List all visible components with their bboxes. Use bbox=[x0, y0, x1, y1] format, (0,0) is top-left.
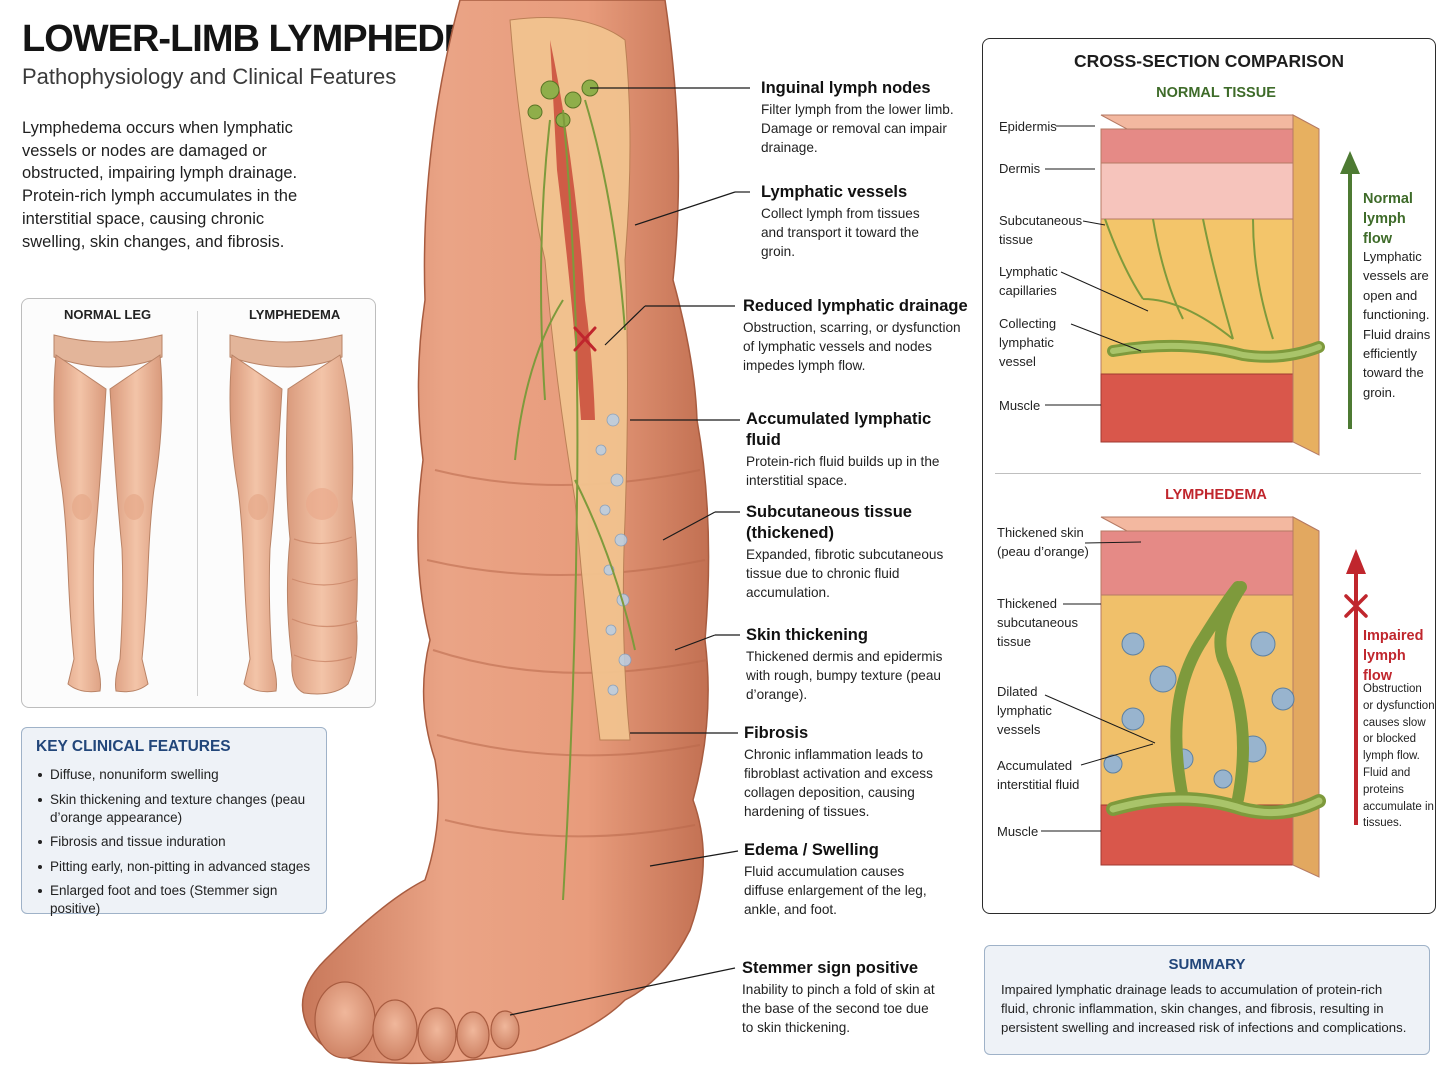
list-item: Skin thickening and texture changes (pea… bbox=[36, 791, 312, 827]
normal-flow-text: Lymphatic vessels are open and functioni… bbox=[1363, 249, 1431, 400]
callout-title: Accumulated lymphatic fluid bbox=[746, 410, 932, 449]
leg-comparison-panel: NORMAL LEG LYMPHEDEMA bbox=[21, 298, 376, 708]
callout-text: Fluid accumulation causes diffuse enlarg… bbox=[744, 864, 927, 917]
label-thickened-skin: Thickened skin (peau d’orange) bbox=[997, 525, 1089, 559]
label-dermis: Dermis bbox=[999, 161, 1041, 176]
summary-text: Impaired lymphatic drainage leads to acc… bbox=[1001, 982, 1407, 1035]
impaired-flow-title: Impaired lymph flow bbox=[1363, 628, 1424, 684]
blocked-x-icon bbox=[1344, 594, 1368, 618]
leg-comparison-illustration bbox=[53, 334, 359, 695]
callout-title: Skin thickening bbox=[746, 626, 868, 644]
normal-leader-lines bbox=[1045, 125, 1149, 406]
callout-title: Lymphatic vessels bbox=[761, 183, 908, 201]
list-item: Fibrosis and tissue induration bbox=[36, 833, 312, 851]
callout-text: Filter lymph from the lower limb. Damage… bbox=[761, 102, 954, 155]
key-clinical-features-box: KEY CLINICAL FEATURES Diffuse, nonunifor… bbox=[21, 727, 327, 916]
callout-skin-thickening: Skin thickening Thickened dermis and epi… bbox=[746, 625, 951, 704]
label-subcutaneous-tissue: Subcutaneous tissue bbox=[999, 213, 1083, 247]
normal-leg-label: NORMAL LEG bbox=[64, 307, 152, 322]
callout-text: Collect lymph from tissues and transport… bbox=[761, 206, 920, 259]
label-lymphatic-capillaries: Lymphatic capillaries bbox=[999, 264, 1058, 298]
normal-tissue-title: NORMAL TISSUE bbox=[1156, 85, 1276, 101]
label-muscle-lymphedema: Muscle bbox=[997, 824, 1039, 839]
summary-box: SUMMARY Impaired lymphatic drainage lead… bbox=[984, 945, 1430, 1055]
normal-tissue-block bbox=[1100, 114, 1325, 456]
main-leg-illustration bbox=[301, 0, 750, 1065]
callout-fibrosis: Fibrosis Chronic inflammation leads to f… bbox=[744, 723, 949, 821]
lymphedema-leg-label: LYMPHEDEMA bbox=[249, 307, 341, 322]
label-muscle: Muscle bbox=[999, 398, 1041, 413]
callout-title: Subcutaneous tissue (thickened) bbox=[746, 503, 912, 542]
callout-title: Fibrosis bbox=[744, 724, 809, 742]
cross-section-panel: CROSS-SECTION COMPARISON NORMAL TISSUE E… bbox=[982, 38, 1436, 914]
callout-lymphatic-vessels: Lymphatic vessels Collect lymph from tis… bbox=[761, 182, 939, 261]
callout-accumulated-fluid: Accumulated lymphatic fluid Protein-rich… bbox=[746, 409, 961, 490]
label-epidermis: Epidermis bbox=[999, 119, 1057, 134]
callout-reduced-drainage: Reduced lymphatic drainage Obstruction, … bbox=[743, 296, 973, 375]
comparison-divider bbox=[197, 311, 198, 696]
summary-title: SUMMARY bbox=[1168, 956, 1246, 973]
normal-flow-title: Normal lymph flow bbox=[1363, 191, 1413, 247]
callout-text: Chronic inflammation leads to fibroblast… bbox=[744, 747, 933, 819]
obstruction-x-icon bbox=[573, 326, 597, 352]
lymphedema-leader-lines bbox=[1041, 541, 1156, 832]
list-item: Enlarged foot and toes (Stemmer sign pos… bbox=[36, 882, 312, 918]
callout-text: Inability to pinch a fold of skin at the… bbox=[742, 982, 935, 1035]
cross-section-divider bbox=[995, 473, 1421, 474]
cross-section-illustration bbox=[1041, 114, 1368, 878]
callout-text: Obstruction, scarring, or dysfunction of… bbox=[743, 320, 961, 373]
callout-title: Inguinal lymph nodes bbox=[761, 79, 931, 97]
lymphedema-legs-drawing bbox=[229, 334, 359, 695]
normal-legs-drawing bbox=[53, 334, 163, 693]
key-features-title: KEY CLINICAL FEATURES bbox=[36, 738, 231, 755]
callout-title: Reduced lymphatic drainage bbox=[743, 297, 968, 315]
label-thickened-subcutaneous: Thickened subcutaneous tissue bbox=[997, 596, 1078, 649]
callout-subcutaneous-tissue: Subcutaneous tissue (thickened) Expanded… bbox=[746, 502, 956, 602]
callout-text: Protein-rich fluid builds up in the inte… bbox=[746, 454, 940, 488]
callout-text: Expanded, fibrotic subcutaneous tissue d… bbox=[746, 547, 944, 600]
label-dilated-vessels: Dilated lymphatic vessels bbox=[997, 684, 1052, 737]
list-item: Pitting early, non-pitting in advanced s… bbox=[36, 858, 312, 876]
callout-leader-lines bbox=[509, 87, 750, 1016]
page-subtitle: Pathophysiology and Clinical Features bbox=[22, 64, 397, 89]
impaired-flow-arrow bbox=[1344, 549, 1368, 825]
impaired-flow-text: Obstruction or dysfunction causes slow o… bbox=[1363, 683, 1435, 830]
callout-inguinal-lymph-nodes: Inguinal lymph nodes Filter lymph from t… bbox=[761, 78, 971, 157]
callout-stemmer-sign: Stemmer sign positive Inability to pinch… bbox=[742, 958, 937, 1037]
normal-flow-arrow bbox=[1340, 151, 1360, 429]
lymphedema-tissue-title: LYMPHEDEMA bbox=[1165, 487, 1267, 503]
cross-section-title: CROSS-SECTION COMPARISON bbox=[1074, 51, 1344, 71]
callout-edema-swelling: Edema / Swelling Fluid accumulation caus… bbox=[744, 840, 929, 919]
page-title: LOWER-LIMB LYMPHEDEMA bbox=[22, 18, 526, 60]
lymphedema-tissue-block bbox=[1100, 516, 1326, 878]
intro-paragraph: Lymphedema occurs when lymphatic vessels… bbox=[22, 119, 298, 251]
callout-title: Edema / Swelling bbox=[744, 841, 879, 859]
list-item: Diffuse, nonuniform swelling bbox=[36, 766, 312, 784]
callout-title: Stemmer sign positive bbox=[742, 959, 919, 977]
label-collecting-vessel: Collecting lymphatic vessel bbox=[999, 316, 1057, 369]
callout-text: Thickened dermis and epidermis with roug… bbox=[746, 649, 943, 702]
label-interstitial-fluid: Accumulated interstitial fluid bbox=[997, 758, 1080, 792]
key-features-list: Diffuse, nonuniform swelling Skin thicke… bbox=[36, 766, 312, 918]
toes-drawing bbox=[314, 981, 520, 1063]
